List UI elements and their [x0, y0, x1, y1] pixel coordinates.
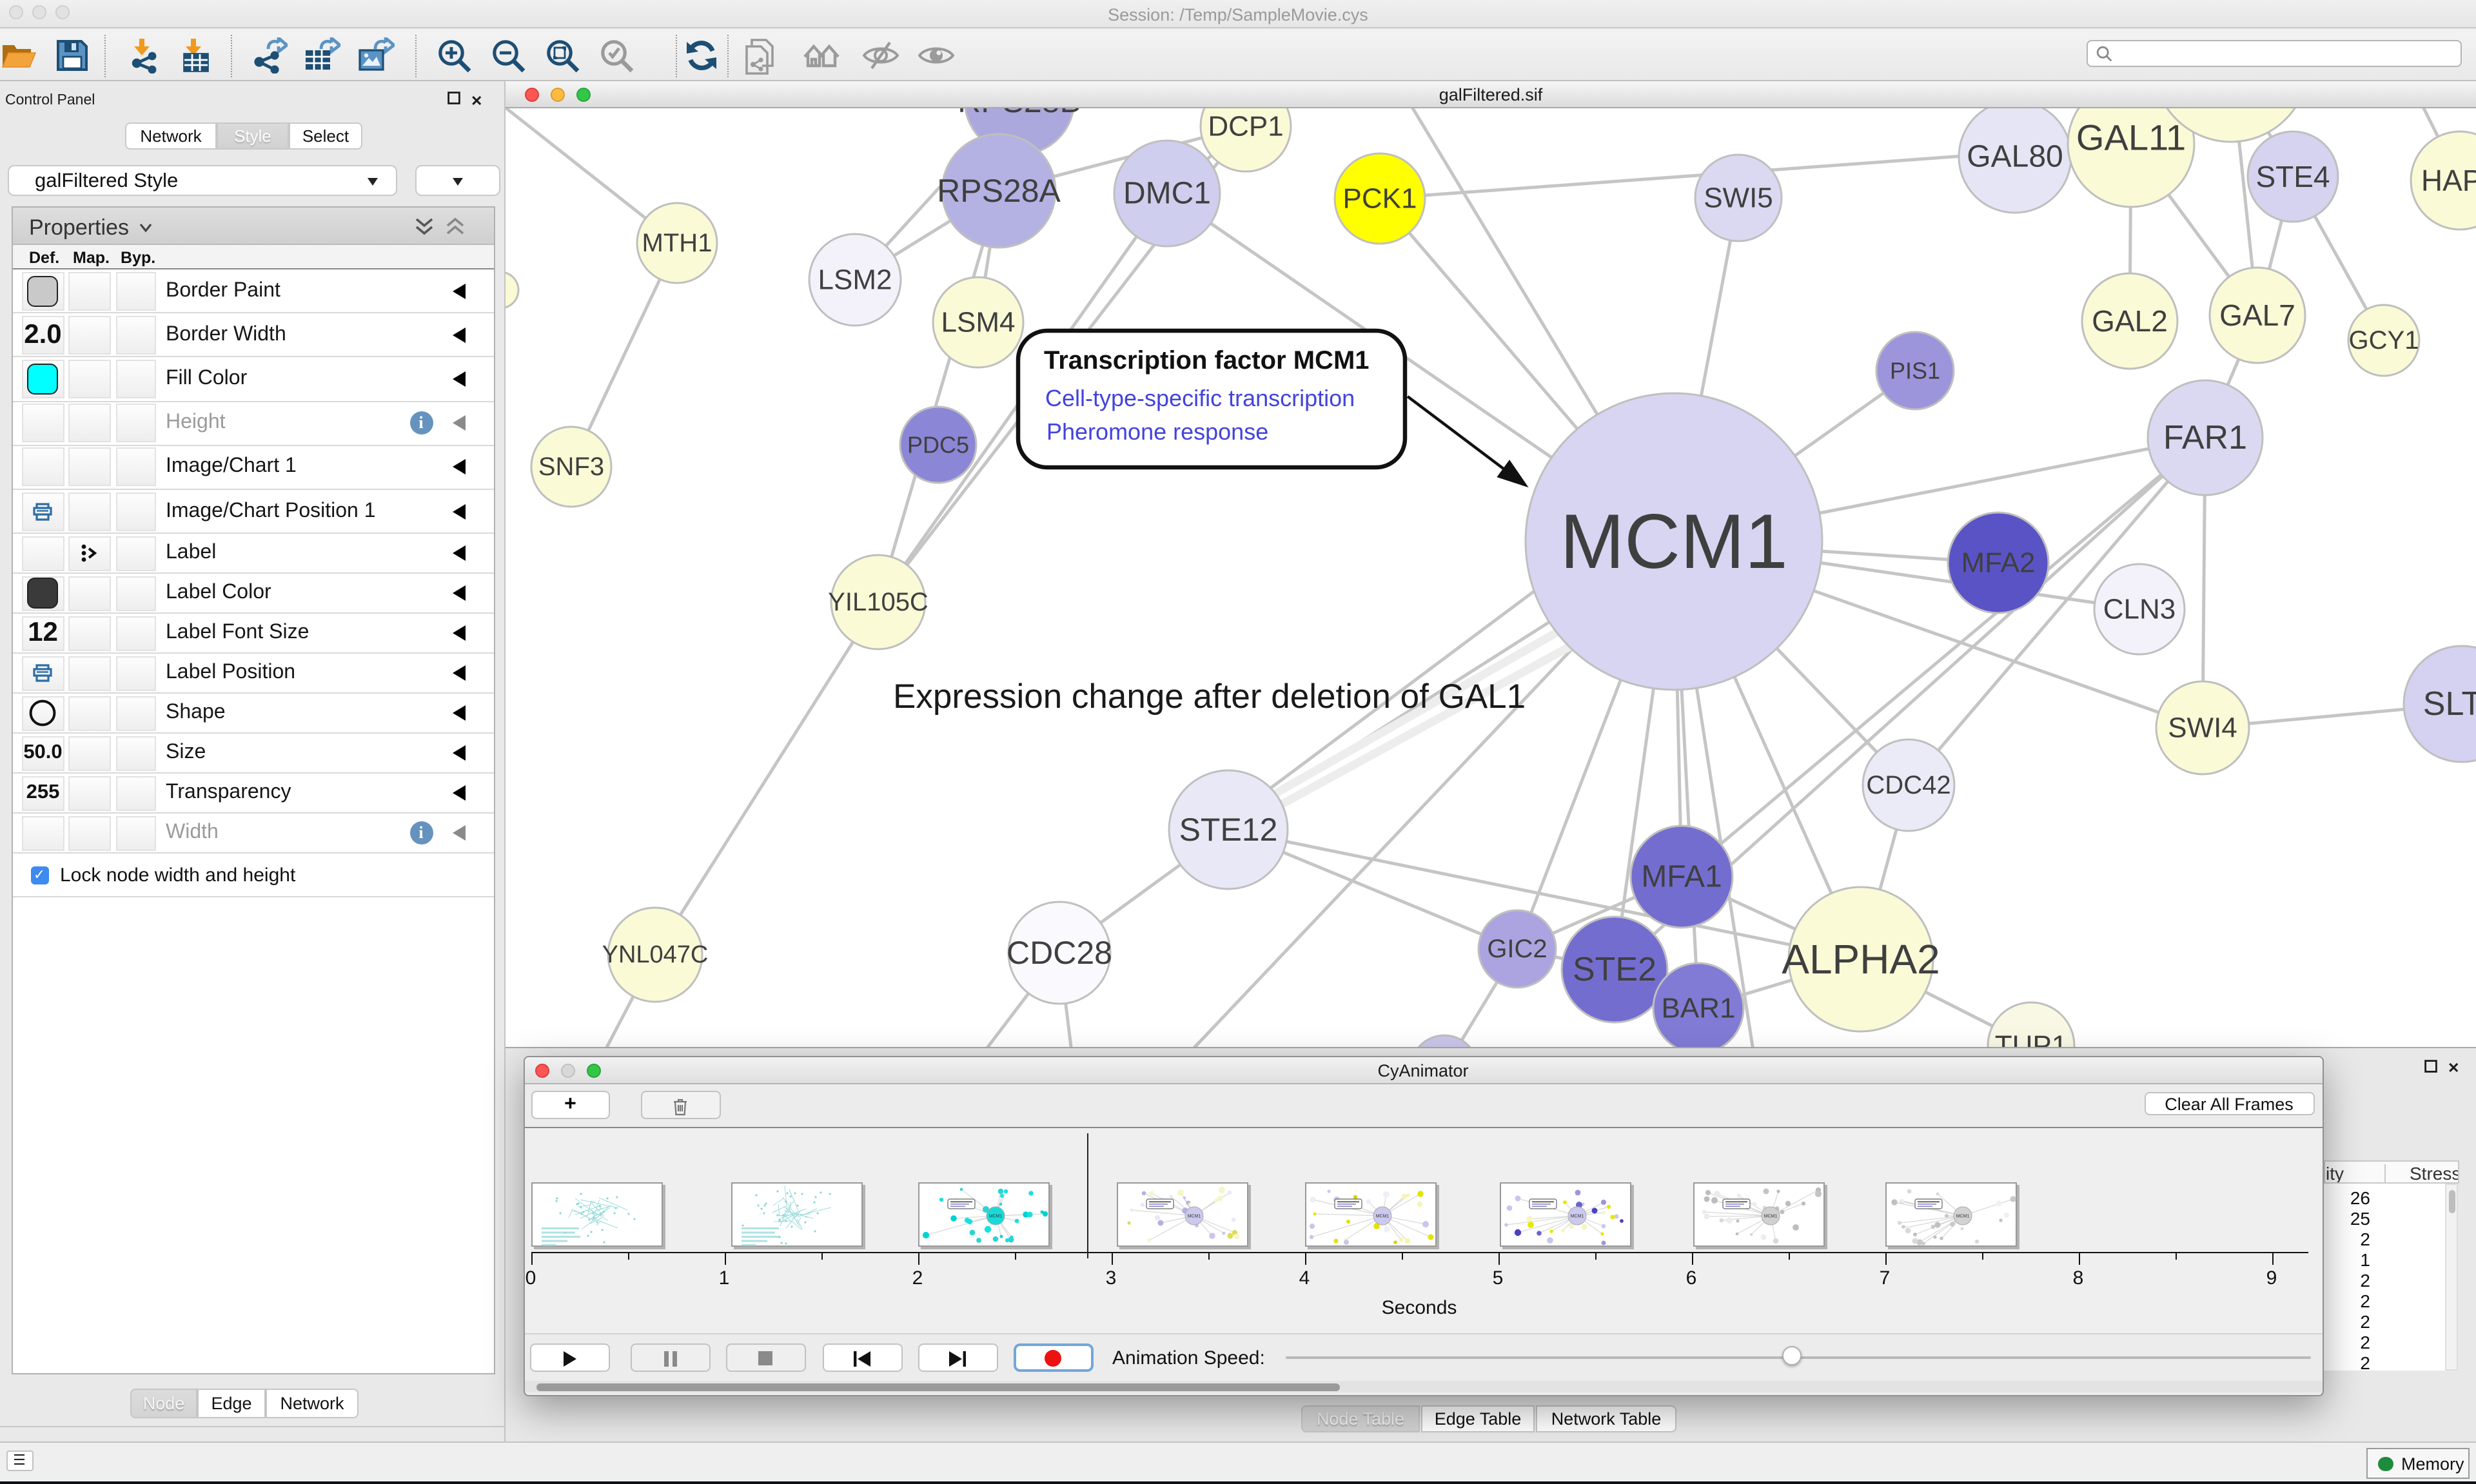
svg-text:GIC2: GIC2 — [1487, 935, 1547, 963]
svg-text:MCM1: MCM1 — [1571, 1214, 1584, 1218]
svg-text:RPS28A: RPS28A — [937, 173, 1061, 209]
svg-text:SWI4: SWI4 — [2168, 712, 2237, 744]
svg-text:DCP1: DCP1 — [1208, 111, 1283, 142]
svg-text:BAR1: BAR1 — [1662, 993, 1736, 1024]
svg-text:Pheromone response: Pheromone response — [1046, 418, 1268, 445]
svg-text:MCM1: MCM1 — [1187, 1214, 1201, 1218]
svg-text:YNL047C: YNL047C — [602, 941, 709, 968]
svg-text:STE12: STE12 — [1179, 812, 1278, 848]
svg-text:MCM1: MCM1 — [1560, 498, 1787, 585]
svg-text:GCY1: GCY1 — [2349, 326, 2419, 355]
svg-text:Cell-type-specific transcripti: Cell-type-specific transcription — [1045, 385, 1355, 411]
svg-text:PIS1: PIS1 — [1890, 358, 1940, 384]
svg-text:STE2: STE2 — [1573, 951, 1656, 988]
svg-text:MFA1: MFA1 — [1641, 860, 1722, 894]
svg-text:PCK1: PCK1 — [1343, 183, 1417, 215]
svg-text:ALPHA2: ALPHA2 — [1782, 936, 1940, 982]
svg-text:SLT2: SLT2 — [2423, 685, 2476, 723]
svg-text:HAP2: HAP2 — [2421, 164, 2476, 197]
svg-text:STE4: STE4 — [2255, 160, 2330, 193]
svg-text:GAL2: GAL2 — [2092, 304, 2168, 338]
svg-text:DMC1: DMC1 — [1123, 177, 1211, 211]
svg-text:FAR1: FAR1 — [2163, 419, 2247, 456]
svg-text:MCM1: MCM1 — [1764, 1214, 1777, 1218]
svg-text:MCM1: MCM1 — [1375, 1214, 1389, 1218]
svg-text:MCM1: MCM1 — [989, 1214, 1003, 1218]
svg-text:MTH1: MTH1 — [642, 229, 712, 257]
svg-text:MFA2: MFA2 — [1961, 547, 2036, 579]
svg-text:SWI5: SWI5 — [1704, 182, 1773, 214]
svg-text:MCM1: MCM1 — [1956, 1214, 1970, 1218]
svg-text:GAL11: GAL11 — [2076, 117, 2186, 158]
svg-text:TUP1: TUP1 — [1995, 1030, 2067, 1048]
svg-text:CLN3: CLN3 — [2103, 594, 2176, 625]
svg-text:Transcription factor MCM1: Transcription factor MCM1 — [1044, 346, 1370, 375]
svg-text:YIL105C: YIL105C — [828, 588, 928, 616]
svg-text:RPS28B: RPS28B — [958, 108, 1081, 119]
svg-text:Expression change after deleti: Expression change after deletion of GAL1 — [893, 678, 1526, 716]
svg-text:SNF3: SNF3 — [538, 453, 604, 481]
svg-text:LSM4: LSM4 — [941, 307, 1016, 338]
svg-text:PDC5: PDC5 — [907, 432, 969, 458]
svg-text:GAL7: GAL7 — [2219, 298, 2295, 332]
svg-text:GAL80: GAL80 — [1967, 140, 2063, 174]
svg-text:CDC42: CDC42 — [1866, 771, 1950, 799]
svg-text:CDC28: CDC28 — [1007, 935, 1112, 971]
svg-text:LSM2: LSM2 — [818, 264, 892, 296]
